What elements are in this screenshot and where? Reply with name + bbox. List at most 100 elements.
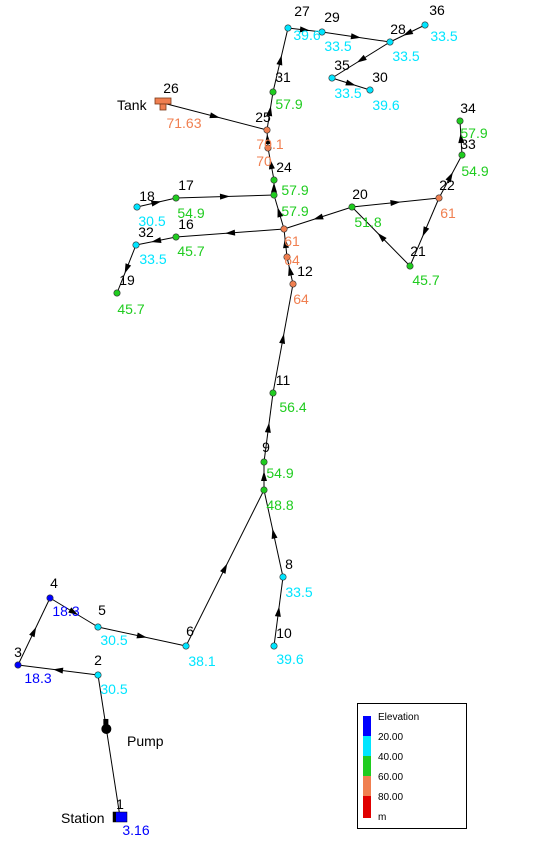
junction-node-11[interactable] [269, 389, 277, 397]
junction-node-24[interactable] [270, 176, 278, 184]
legend-swatch-40-60 [363, 756, 371, 776]
node-id-label: 28 [390, 21, 406, 37]
junction-node-6[interactable] [182, 642, 190, 650]
flow-arrow-33-34 [458, 133, 465, 144]
junction-node-32[interactable] [132, 241, 140, 249]
node-id-label: 24 [276, 159, 292, 175]
node-id-label: 9 [262, 439, 270, 455]
flow-arrow-26-25 [209, 112, 220, 119]
flow-arrow-9-11 [264, 422, 271, 433]
node-id-label: 25 [255, 109, 271, 125]
elevation-value-label: 30.5 [100, 681, 127, 697]
junction-node-12[interactable] [289, 280, 297, 288]
junction-node-27[interactable] [284, 24, 292, 32]
junction-node-34[interactable] [456, 117, 464, 125]
junction-node-20[interactable] [348, 203, 356, 211]
node-id-label: 20 [352, 186, 368, 202]
junction-node-28[interactable] [386, 38, 394, 46]
flow-arrow-22-21 [422, 226, 430, 237]
flow-arrow-20-14 [313, 213, 324, 220]
junction-node-15[interactable] [270, 191, 278, 199]
flow-arrow-35-30 [345, 79, 356, 86]
legend-item-80: 80.00 [378, 792, 404, 803]
elevation-value-label: 39.6 [293, 27, 320, 43]
junction-node-31[interactable] [269, 88, 277, 96]
node-id-label: 5 [98, 602, 106, 618]
node-id-label: 19 [119, 272, 135, 288]
junction-node-3[interactable] [14, 661, 22, 669]
flow-arrow-27-29 [299, 26, 310, 33]
junction-node-25[interactable] [263, 126, 271, 134]
flow-arrow-13-14 [283, 238, 290, 249]
elevation-value-label: 54.9 [266, 465, 293, 481]
elevation-value-label: 61 [440, 205, 456, 221]
tank-icon[interactable] [154, 97, 172, 105]
node-id-label: 4 [50, 575, 58, 591]
junction-node-4[interactable] [46, 594, 54, 602]
legend-swatch-20-40 [363, 736, 371, 756]
elevation-value-label: 57.9 [281, 203, 308, 219]
legend-item-20: 20.00 [378, 732, 404, 743]
junction-node-22[interactable] [435, 194, 443, 202]
junction-node-16[interactable] [172, 233, 180, 241]
node-id-label: 36 [429, 2, 445, 18]
node-id-label: 32 [138, 224, 154, 240]
flow-arrow-28-35 [356, 54, 367, 63]
junction-node-29[interactable] [318, 28, 326, 36]
junction-node-23[interactable] [264, 144, 272, 152]
pump-icon-body [103, 718, 109, 725]
elevation-value-label: 33.5 [334, 85, 361, 101]
node-id-label: 17 [178, 177, 194, 193]
junction-node-19[interactable] [113, 289, 121, 297]
flow-arrow-36-28 [403, 28, 414, 36]
flow-arrow-14-15 [277, 207, 284, 218]
junction-node-35[interactable] [328, 74, 336, 82]
node-id-label: 18 [139, 188, 155, 204]
elevation-value-label: 64 [293, 291, 309, 307]
elevation-value-label: 57.9 [275, 96, 302, 112]
junction-node-9[interactable] [260, 458, 268, 466]
link-1-2 [97, 674, 121, 818]
elevation-value-label: 64 [284, 252, 300, 268]
junction-node-18[interactable] [133, 203, 141, 211]
flow-arrow-25-31 [266, 106, 273, 117]
junction-node-13[interactable] [283, 253, 291, 261]
links-layer [17, 24, 465, 818]
elevation-value-label: 33.5 [139, 251, 166, 267]
junction-node-8[interactable] [279, 573, 287, 581]
elevation-value-label: 39.6 [276, 651, 303, 667]
junction-node-21[interactable] [406, 262, 414, 270]
legend-swatch-lt20 [363, 716, 371, 736]
flow-arrow-2-3 [53, 667, 64, 674]
flow-arrow-31-27 [276, 55, 283, 66]
flow-arrow-14-16 [225, 229, 236, 236]
junction-node-33[interactable] [458, 151, 466, 159]
junction-node-17[interactable] [172, 194, 180, 202]
junction-node-10[interactable] [270, 642, 278, 650]
legend-swatch-60-80 [363, 776, 371, 796]
legend-swatch-gt80 [363, 796, 371, 818]
junction-node-36[interactable] [421, 21, 429, 29]
elevation-value-label: 54.9 [461, 163, 488, 179]
flow-arrow-11-12 [279, 333, 286, 344]
flow-arrow-22-33 [445, 172, 453, 183]
junction-node-2[interactable] [94, 671, 102, 679]
node-id-label: 34 [460, 100, 476, 116]
flow-arrow-7-9 [261, 471, 267, 481]
tank-icon-stem [159, 103, 167, 111]
node-id-label: 22 [439, 177, 455, 193]
flow-arrow-6-7 [220, 563, 228, 574]
node-id-label: 12 [297, 263, 313, 279]
junction-node-7[interactable] [260, 486, 268, 494]
elevation-value-label: 38.1 [188, 653, 215, 669]
junction-node-30[interactable] [366, 86, 374, 94]
flow-arrow-32-19 [124, 263, 132, 274]
node-id-label: 33 [460, 136, 476, 152]
junction-node-14[interactable] [280, 225, 288, 233]
junction-node-5[interactable] [94, 623, 102, 631]
node-id-label: 8 [285, 556, 293, 572]
elevation-value-label: 45.7 [177, 243, 204, 259]
flow-arrow-18-17 [150, 200, 162, 207]
flow-arrow-16-32 [151, 237, 162, 243]
flow-arrow-23-25 [264, 134, 271, 145]
